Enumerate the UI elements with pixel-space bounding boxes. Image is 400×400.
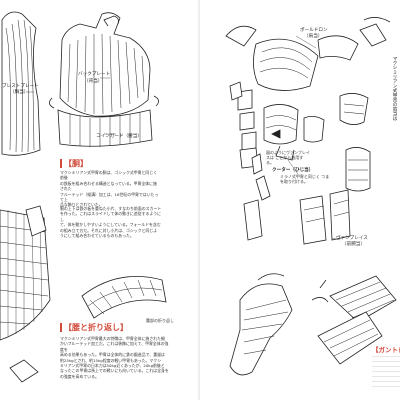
right-page: ポールドロン （肩当） マクシミリアン式甲冑の肩当は 図のようにヴァンブレイスは… xyxy=(200,0,400,400)
pauldron-label: ポールドロン xyxy=(300,28,328,33)
backplate-illustration xyxy=(59,12,151,117)
heading-marker xyxy=(60,323,62,332)
backplate-sublabel: （背当） xyxy=(84,79,103,84)
section-heading-skirt: 【腰と折り返し】 xyxy=(60,322,128,333)
fold-plate-illustration xyxy=(81,276,167,319)
couter-small-pieces-illustration xyxy=(239,147,271,241)
armor-illustrations-left xyxy=(0,11,167,383)
fold-caption: 腰部の折り返し xyxy=(146,318,174,323)
heading-marker xyxy=(60,159,62,168)
couter-illustration xyxy=(263,104,325,161)
torso-heading-text: 【胴】 xyxy=(64,159,88,168)
gauntlet-illustration xyxy=(229,273,293,376)
couter-note: ミラノ式甲冑と同じく つまを取り付ける。 xyxy=(280,174,330,185)
colletin-illustration xyxy=(49,95,159,147)
pauldron-sublabel: （肩当） xyxy=(304,34,323,39)
skirt-note-text: 胴の上下は鉄の板を重ねた小片、すなわち前面のスカート を作った。これはスライドし… xyxy=(60,206,162,239)
backplate-label: バックプレート xyxy=(78,72,111,77)
tasset-lame-illustration xyxy=(25,205,47,237)
breastplate-sublabel: （胸当） xyxy=(10,90,29,95)
left-page: ブレストプレート （胸当） バックプレート （背当） コインガード（腰当） 【胴… xyxy=(0,11,174,383)
vambrace-label: ヴァンブレイス xyxy=(336,236,368,241)
pauldron-illustration xyxy=(225,17,391,91)
gauntlet-section-heading: 【ガントレ xyxy=(372,346,400,354)
tasset-stack-illustration xyxy=(0,209,51,341)
breastplate-label: ブレストプレート xyxy=(2,84,39,89)
colletin-label: コインガード（腰当） xyxy=(96,134,142,139)
lower-plate-illustration xyxy=(9,359,39,383)
gauntlet-fingers-illustration xyxy=(311,275,397,365)
skirt-heading-text: 【腰と折り返し】 xyxy=(64,323,128,332)
vambrace-cuff-illustration xyxy=(339,93,371,192)
couter-label: クーター（ひじ当） xyxy=(272,168,314,173)
rerebrace-lames-illustration xyxy=(229,81,257,151)
armor-illustrations-right xyxy=(225,17,397,376)
section-heading-torso: 【胴】 xyxy=(60,158,88,169)
vambrace-sublabel: （前腕当） xyxy=(342,242,365,247)
vambrace-note: 図のようにヴァンブレイスは ここから着用する。 xyxy=(266,150,310,166)
breastplate-illustration xyxy=(1,11,41,156)
torso-body-text: マクシミリアン式甲冑の胴は、ゴシック式甲冑と同じく前後 の鉄板を組み合わせる構造… xyxy=(60,170,159,208)
vambrace-illustration xyxy=(299,189,351,245)
skirt-body-text: マクシミリアン式甲冑最大の特徴は、甲冑全体に施された細 かいフルーテッド加工だ。… xyxy=(60,336,169,379)
side-vertical-text: マクシミリアン式甲冑の肩当は xyxy=(392,56,397,121)
gauntlet-section-text-lines xyxy=(372,356,400,390)
